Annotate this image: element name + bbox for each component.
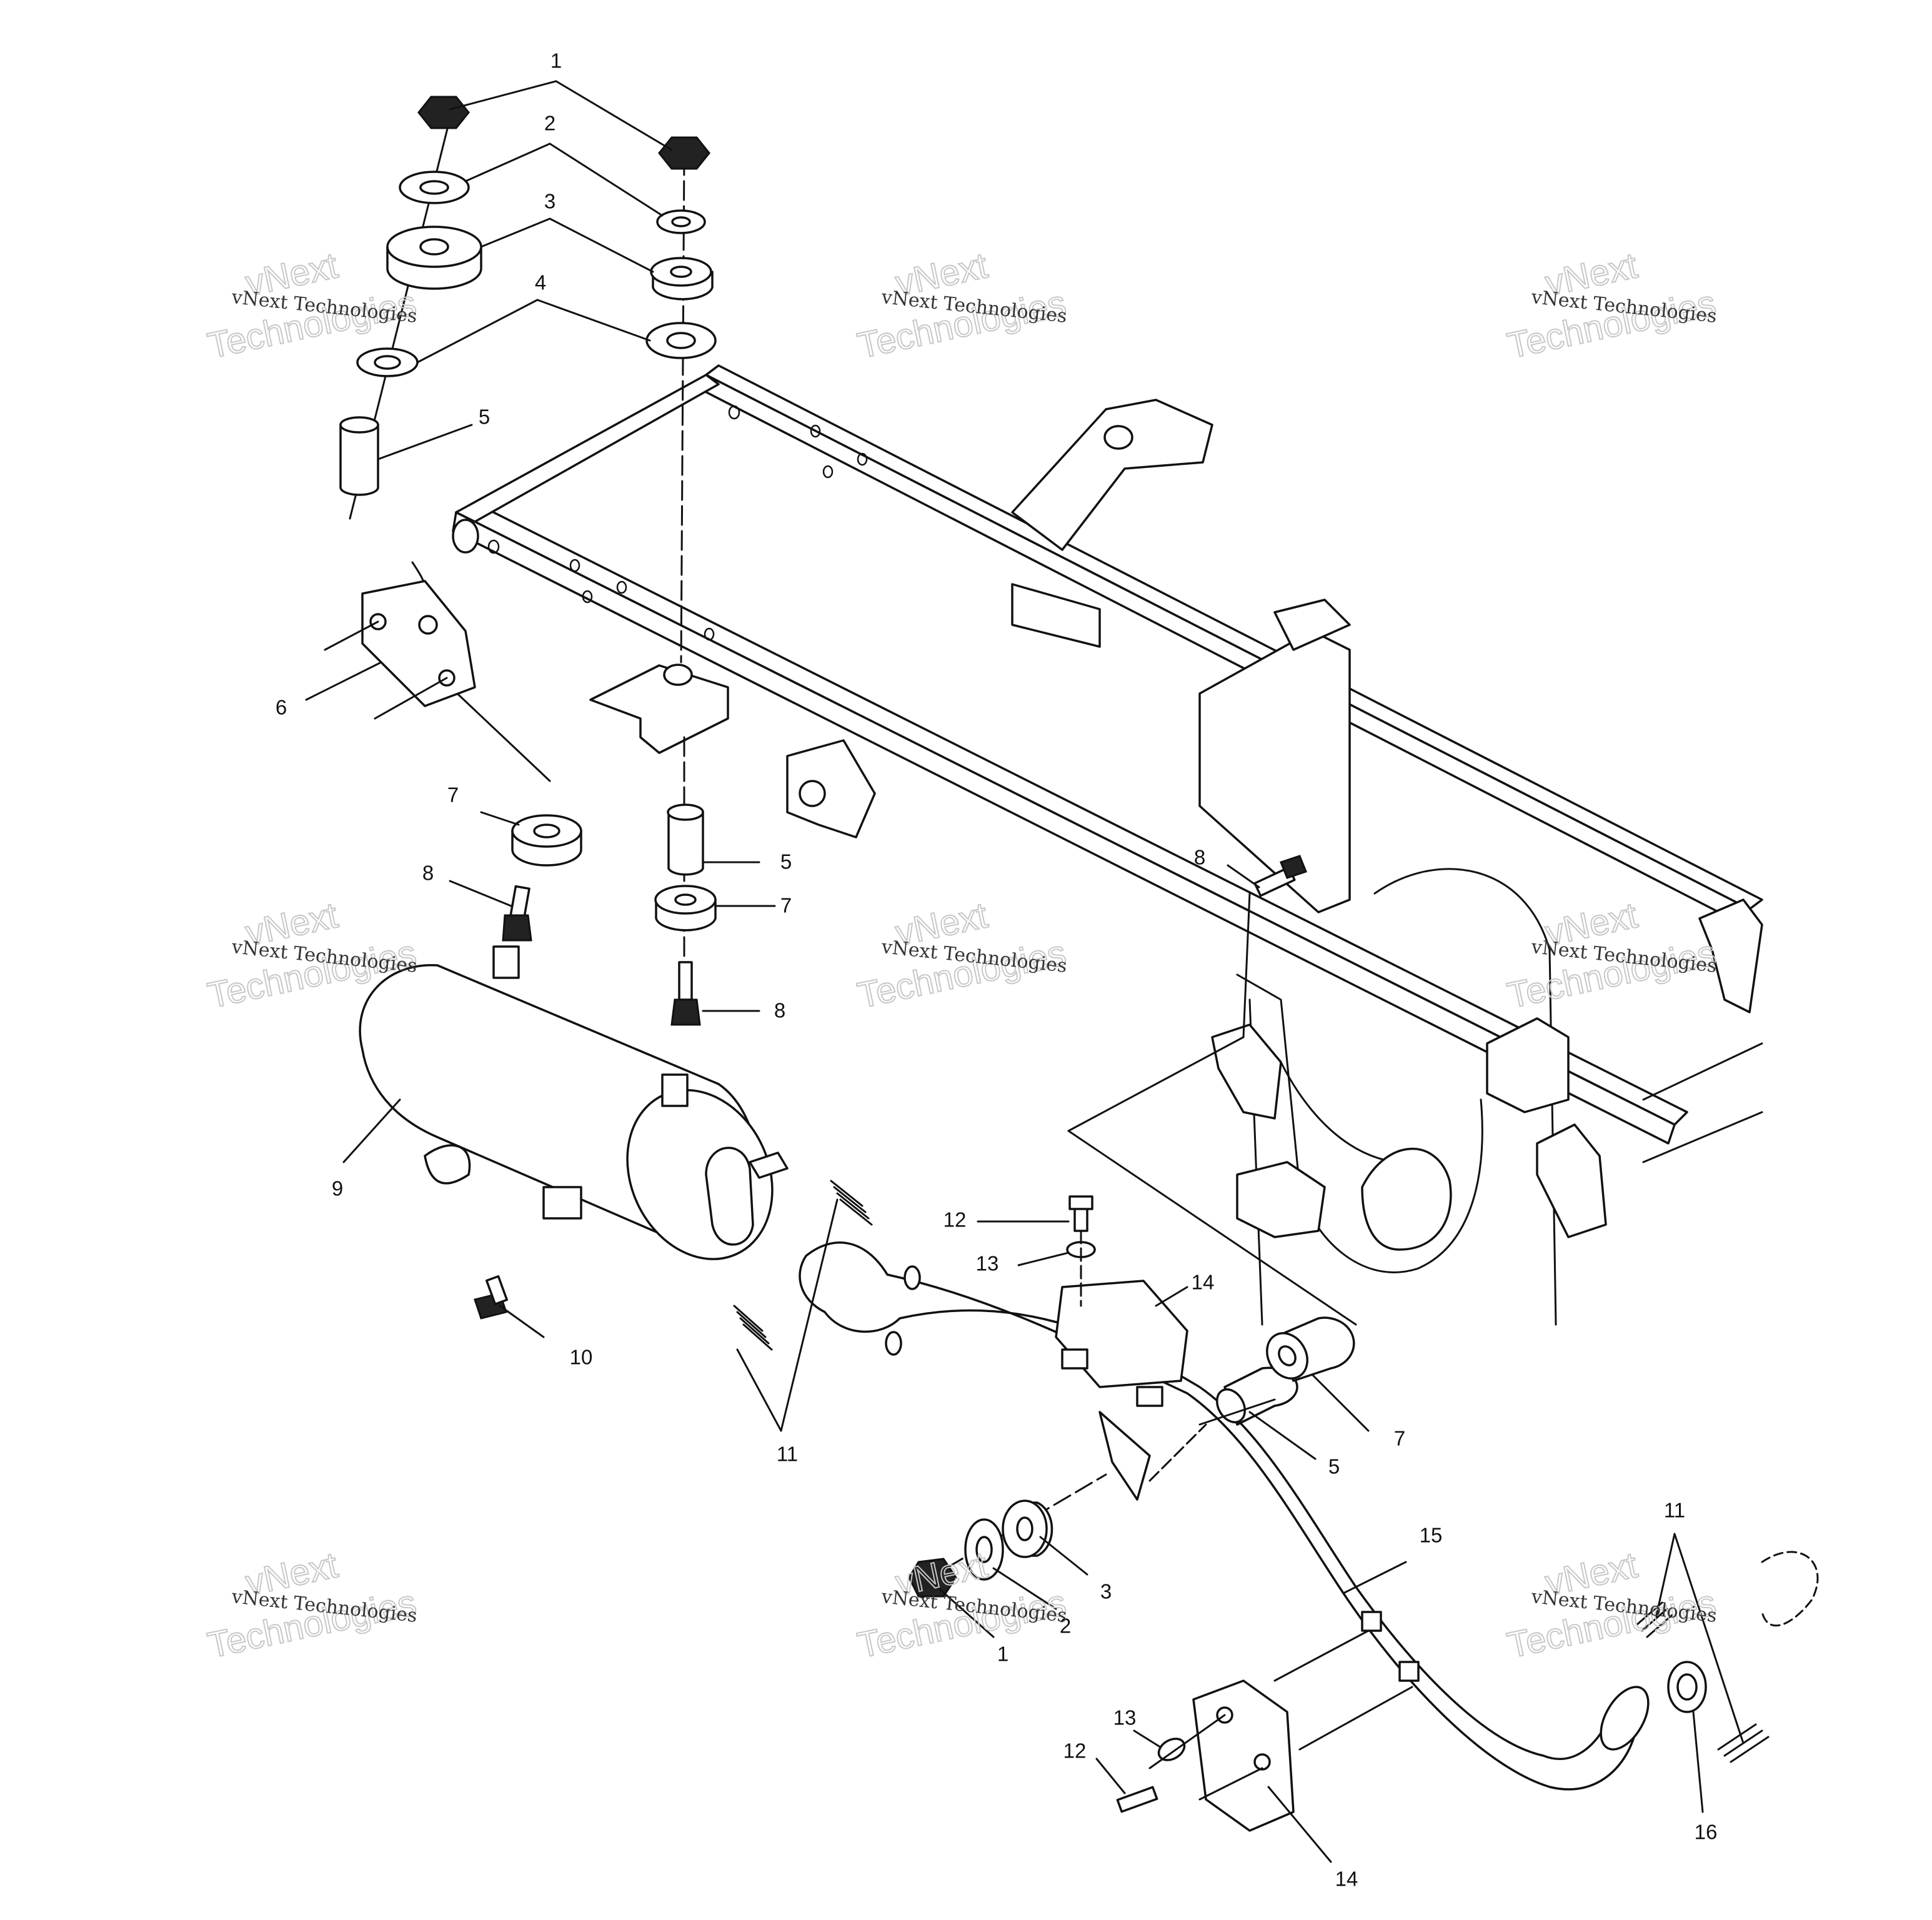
pipe-bracket-upper xyxy=(1055,1280,1188,1501)
callout-8: 8 xyxy=(422,862,434,885)
callout-9: 9 xyxy=(332,1177,343,1200)
head-pipe xyxy=(799,1241,1819,1791)
callout-1: 1 xyxy=(997,1643,1008,1666)
callout-5: 5 xyxy=(1328,1455,1340,1478)
right-mount-stack xyxy=(645,136,717,1026)
callout-7: 7 xyxy=(780,894,792,917)
callout-14: 14 xyxy=(1335,1868,1358,1891)
callout-11: 11 xyxy=(1664,1499,1685,1522)
frame xyxy=(452,364,1763,1326)
mounting-plate xyxy=(324,580,476,720)
callout-5: 5 xyxy=(780,850,792,873)
left-lower-stack xyxy=(411,561,582,942)
callout-11: 11 xyxy=(777,1443,798,1466)
callout-7: 7 xyxy=(1394,1427,1405,1450)
callout-13: 13 xyxy=(1113,1706,1137,1729)
callout-14: 14 xyxy=(1192,1271,1215,1294)
callout-13: 13 xyxy=(976,1252,999,1275)
callout-3: 3 xyxy=(544,190,555,213)
callout-2: 2 xyxy=(544,112,555,135)
callout-8: 8 xyxy=(774,999,785,1022)
watermarks: vNext Technologies vNext Technologies vN… xyxy=(204,244,1720,1666)
frame-bolt xyxy=(1242,855,1307,1038)
callout-16: 16 xyxy=(1695,1821,1718,1844)
callout-10: 10 xyxy=(570,1346,593,1369)
leader-lines xyxy=(305,80,1745,1863)
callout-3: 3 xyxy=(1100,1580,1112,1603)
lower-mount-hardware xyxy=(908,1036,1357,1813)
muffler xyxy=(359,945,789,1320)
callout-7: 7 xyxy=(447,783,459,807)
callout-4: 4 xyxy=(535,271,546,294)
callout-1: 1 xyxy=(550,49,562,72)
callout-numbers: 1 2 3 4 5 6 7 8 5 7 8 8 9 10 11 12 13 14… xyxy=(276,49,1718,1891)
callout-6: 6 xyxy=(276,696,287,719)
callout-12: 12 xyxy=(944,1208,967,1231)
callout-12: 12 xyxy=(1063,1739,1087,1763)
callout-2: 2 xyxy=(1060,1614,1071,1638)
callout-5: 5 xyxy=(479,405,490,429)
callout-8: 8 xyxy=(1194,846,1205,869)
callout-15: 15 xyxy=(1420,1524,1443,1547)
springs xyxy=(733,1180,1770,1763)
pipe-bracket-lower xyxy=(1192,1629,1413,1832)
